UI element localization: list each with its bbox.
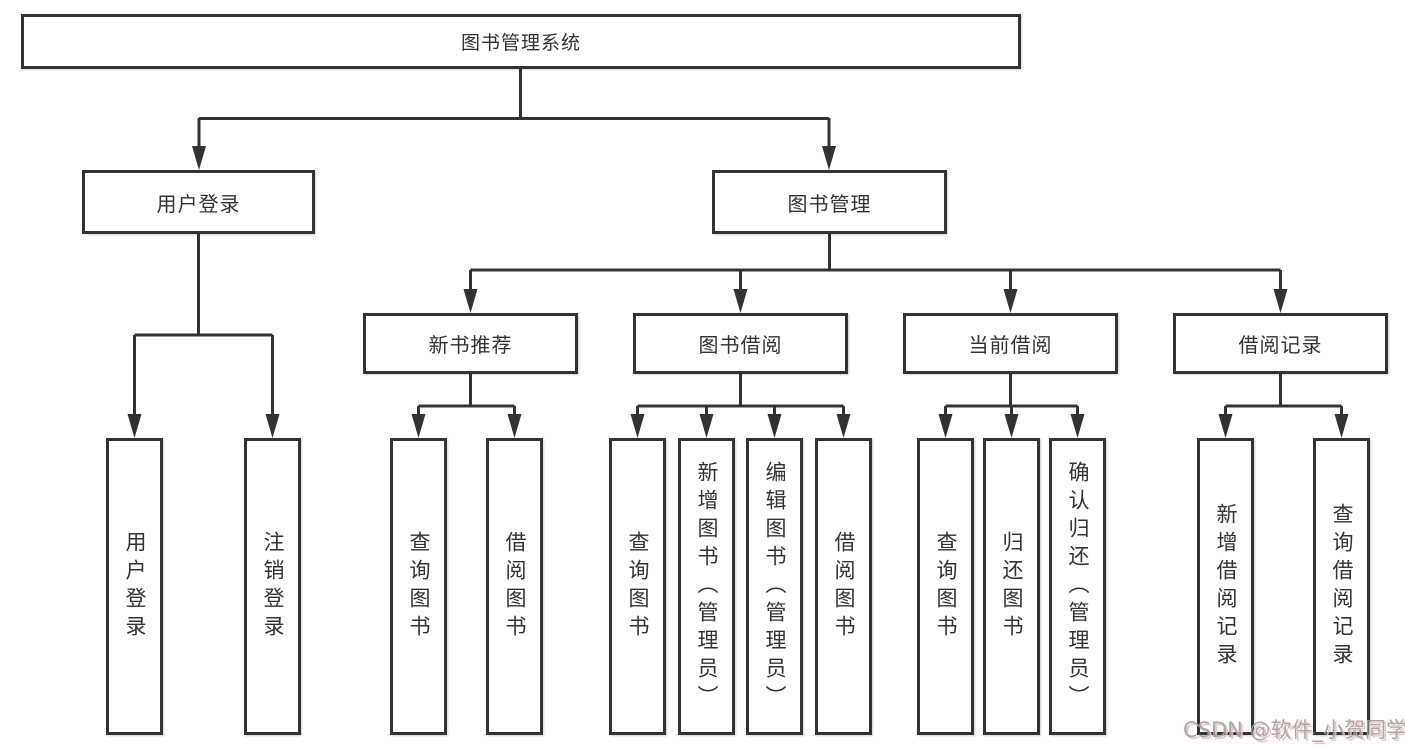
arrow-down-icon bbox=[1003, 289, 1018, 313]
node-book-management: 图书管理 bbox=[712, 170, 947, 234]
arrow-down-icon bbox=[699, 414, 714, 438]
leaf-borrow-books-recommend: 借阅图书 bbox=[486, 438, 543, 735]
leaf-query-books-borrowing: 查询图书 bbox=[609, 438, 666, 735]
leaf-label: 查询图书 bbox=[934, 530, 958, 643]
leaf-edit-books-admin: 编辑图书（管理员） bbox=[746, 438, 803, 735]
leaf-borrow-books-borrowing: 借阅图书 bbox=[815, 438, 872, 735]
arrow-down-icon bbox=[630, 414, 645, 438]
arrow-down-icon bbox=[1004, 414, 1019, 438]
arrow-down-icon bbox=[463, 289, 478, 313]
leaf-label: 借阅图书 bbox=[832, 530, 856, 643]
arrow-down-icon bbox=[767, 414, 782, 438]
connector-line bbox=[199, 69, 829, 120]
leaf-label: 用户登录 bbox=[123, 530, 147, 643]
leaf-confirm-return-admin: 确认归还（管理员） bbox=[1049, 438, 1106, 735]
leaf-query-books-recommend: 查询图书 bbox=[390, 438, 447, 735]
node-current-borrowing: 当前借阅 bbox=[903, 313, 1118, 374]
connector-line bbox=[470, 234, 1281, 272]
leaf-label: 查询借阅记录 bbox=[1330, 502, 1354, 671]
leaf-add-borrow-record: 新增借阅记录 bbox=[1197, 438, 1254, 735]
arrow-down-icon bbox=[836, 414, 851, 438]
leaf-label: 确认归还（管理员） bbox=[1066, 460, 1090, 713]
leaf-label: 借阅图书 bbox=[503, 530, 527, 643]
leaf-label: 查询图书 bbox=[626, 530, 650, 643]
arrow-down-icon bbox=[1218, 414, 1233, 438]
arrow-down-icon bbox=[822, 146, 836, 170]
arrow-down-icon bbox=[192, 146, 206, 170]
leaf-query-books-current: 查询图书 bbox=[917, 438, 974, 735]
arrow-down-icon bbox=[938, 414, 953, 438]
connector-line bbox=[945, 374, 1078, 408]
leaf-label: 归还图书 bbox=[1000, 530, 1024, 643]
arrow-down-icon bbox=[1070, 414, 1085, 438]
node-label: 新书推荐 bbox=[428, 333, 513, 357]
arrow-down-icon bbox=[733, 289, 748, 313]
node-label: 用户登录 bbox=[156, 191, 241, 216]
node-borrowing-records: 借阅记录 bbox=[1173, 313, 1388, 374]
arrow-down-icon bbox=[507, 414, 522, 438]
leaf-label: 查询图书 bbox=[407, 530, 431, 643]
connector-line bbox=[1225, 374, 1342, 408]
node-new-book-recommend: 新书推荐 bbox=[363, 313, 578, 374]
connector-line bbox=[637, 374, 844, 408]
arrow-down-icon bbox=[1334, 414, 1349, 438]
leaf-user-login: 用户登录 bbox=[106, 438, 163, 735]
node-user-login: 用户登录 bbox=[82, 170, 315, 234]
leaf-query-borrow-record: 查询借阅记录 bbox=[1313, 438, 1370, 735]
arrow-down-icon bbox=[127, 414, 142, 438]
leaf-label: 编辑图书（管理员） bbox=[763, 460, 787, 713]
leaf-logout-login: 注销登录 bbox=[244, 438, 301, 735]
leaf-label: 新增借阅记录 bbox=[1214, 502, 1238, 671]
node-label: 当前借阅 bbox=[968, 333, 1053, 357]
node-label: 图书管理系统 bbox=[460, 32, 581, 54]
node-label: 图书借阅 bbox=[698, 333, 783, 357]
connector-line bbox=[134, 234, 273, 337]
node-library-management-system: 图书管理系统 bbox=[21, 14, 1021, 69]
leaf-return-books: 归还图书 bbox=[983, 438, 1040, 735]
arrow-down-icon bbox=[411, 414, 426, 438]
arrow-down-icon bbox=[265, 414, 280, 438]
leaf-label: 注销登录 bbox=[261, 530, 285, 643]
leaf-label: 新增图书（管理员） bbox=[695, 460, 719, 713]
csdn-watermark: CSDN @软件_小贺同学 bbox=[1183, 718, 1405, 742]
node-label: 借阅记录 bbox=[1238, 333, 1323, 357]
connector-line bbox=[418, 374, 515, 408]
leaf-add-books-admin: 新增图书（管理员） bbox=[678, 438, 735, 735]
node-label: 图书管理 bbox=[787, 191, 872, 216]
node-book-borrowing: 图书借阅 bbox=[633, 313, 848, 374]
arrow-down-icon bbox=[1273, 289, 1288, 313]
